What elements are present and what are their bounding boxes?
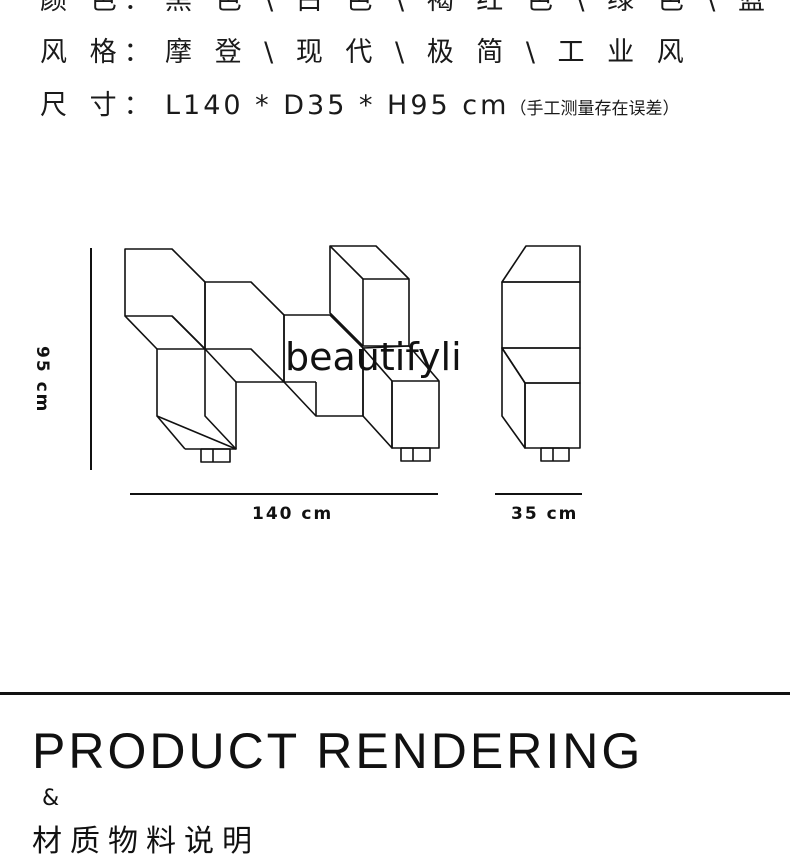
watermark-text: beautifyli xyxy=(285,335,462,379)
side-view xyxy=(501,245,581,462)
depth-dimension-label: 35 cm xyxy=(511,504,579,524)
spec-size-value: L140 * D35 * H95 cm xyxy=(165,90,510,121)
spec-style-label: 风 格： xyxy=(40,37,158,68)
spec-style-row: 风 格：摩 登 \ 现 代 \ 极 简 \ 工 业 风 xyxy=(40,30,691,69)
front-view xyxy=(124,245,440,463)
height-dimension-label: 95 cm xyxy=(32,346,52,414)
spec-size-note: （手工测量存在误差） xyxy=(509,99,680,119)
spec-size-row: 尺 寸：L140 * D35 * H95 cm（手工测量存在误差） xyxy=(40,83,679,122)
section-title: PRODUCT RENDERING xyxy=(32,723,644,779)
width-dimension-label: 140 cm xyxy=(252,504,334,524)
dimension-drawing xyxy=(90,245,582,495)
spec-size-label: 尺 寸： xyxy=(40,90,158,121)
spec-style-value: 摩 登 \ 现 代 \ 极 简 \ 工 业 风 xyxy=(165,37,691,68)
spec-color-label: 颜 色： xyxy=(40,0,158,16)
spec-color-value: 黑 色 \ 白 色 \ 褐 红 色 \ 绿 色 \ 蓝 色 xyxy=(165,0,790,16)
section-subtitle: 材质物料说明 xyxy=(32,824,260,859)
section-divider xyxy=(0,692,790,695)
spec-color-row: 颜 色： 黑 色 \ 白 色 \ 褐 红 色 \ 绿 色 \ 蓝 色 xyxy=(40,0,790,17)
section-ampersand: & xyxy=(42,786,60,811)
